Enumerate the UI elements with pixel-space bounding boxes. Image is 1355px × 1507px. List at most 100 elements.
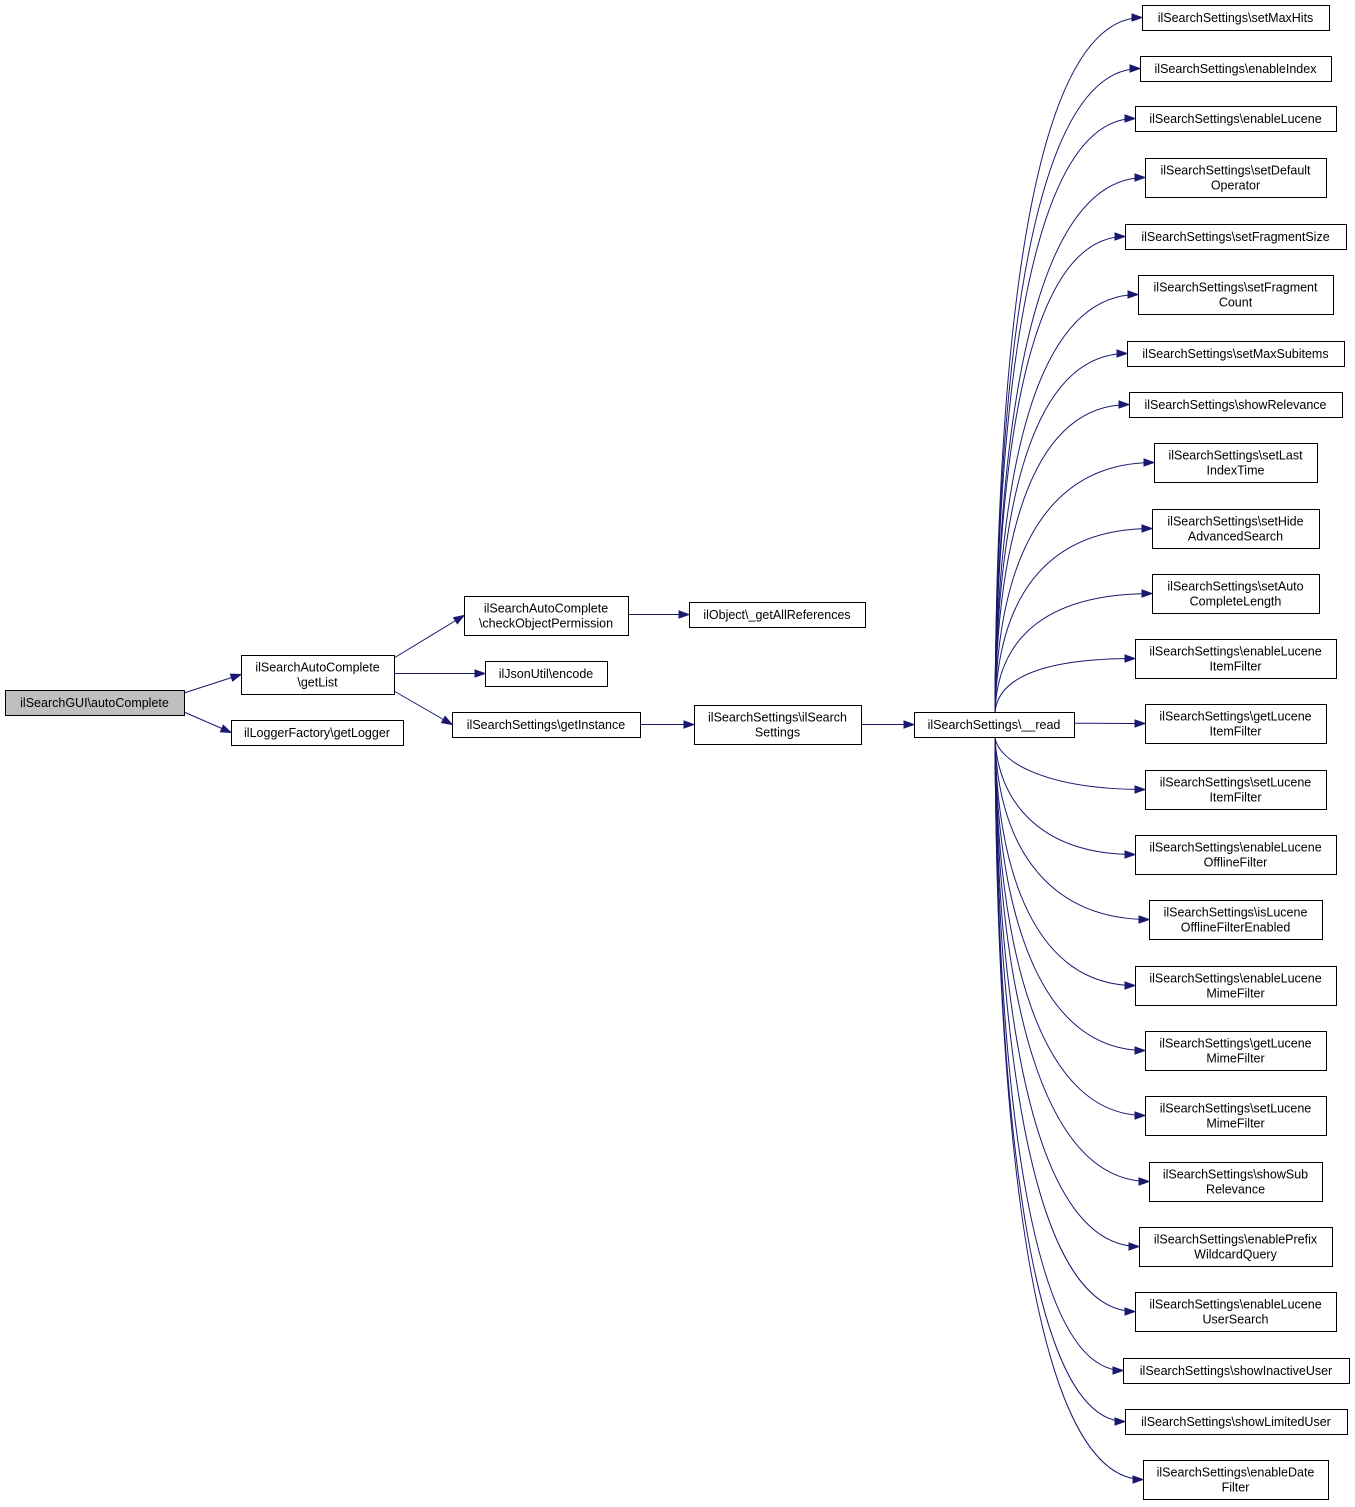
node-box (914, 712, 1075, 738)
edge-line (994, 593, 1153, 714)
node-box (241, 655, 395, 695)
node-label-line: ilSearchSettings\ilSearch (708, 711, 847, 725)
node-ilsearchsettings-getinstance[interactable]: ilSearchSettings\getInstance (452, 712, 641, 738)
node-label-line: MimeFilter (1206, 1117, 1264, 1131)
node-ilsearchgui-autocomplete[interactable]: ilSearchGUI\autoComplete (5, 690, 185, 716)
node-label-line: ilSearchSettings\enableLucene (1149, 841, 1321, 855)
edge-line (393, 615, 465, 659)
node-ilsearchsettings-enableindex[interactable]: ilSearchSettings\enableIndex (1140, 56, 1332, 82)
node-box (1145, 704, 1327, 744)
node-label-line: ilSearchSettings\enableDate (1157, 1466, 1315, 1480)
node-label-line: UserSearch (1203, 1313, 1269, 1327)
node-ilsearchsettings-setmaxhits[interactable]: ilSearchSettings\setMaxHits (1142, 5, 1330, 31)
edge-arrowhead (229, 673, 243, 682)
edge-read-to-t8 (994, 458, 1156, 714)
node-ilsearchsettings-read[interactable]: ilSearchSettings\__read (914, 712, 1075, 738)
node-box (1143, 1460, 1329, 1500)
node-ilsearchsettings-ilsearchsettings[interactable]: ilSearchSettings\ilSearchSettings (694, 705, 862, 745)
edge-line (994, 118, 1136, 714)
edge-arrowhead (1134, 785, 1147, 794)
edge-read-to-t20 (994, 736, 1141, 1251)
node-label-line: \checkObjectPermission (479, 617, 613, 631)
edge-line (994, 736, 1144, 1480)
edge-arrowhead (1114, 232, 1127, 241)
node-box (1145, 1096, 1327, 1136)
edge-getInstance-to-ctor (640, 720, 696, 729)
edge-arrowhead (1118, 400, 1131, 409)
node-label-line: ItemFilter (1209, 660, 1261, 674)
edge-read-to-t7 (994, 400, 1131, 714)
edge-line (994, 17, 1143, 714)
edge-read-to-t6 (994, 349, 1129, 714)
node-label-line: ilSearchSettings\__read (928, 718, 1061, 732)
node-label-line: ilSearchSettings\setFragmentSize (1141, 230, 1329, 244)
node-label-line: MimeFilter (1206, 987, 1264, 1001)
edge-arrowhead (678, 610, 691, 619)
node-illoggerfactory-getlogger[interactable]: ilLoggerFactory\getLogger (231, 720, 404, 746)
edge-arrowhead (1114, 1417, 1127, 1426)
node-ilsearchsettings-enablelucene[interactable]: ilSearchSettings\enableLucene (1135, 106, 1337, 132)
node-label-line: ilSearchSettings\enableIndex (1155, 62, 1318, 76)
node-label-line: IndexTime (1207, 464, 1265, 478)
edge-read-to-t18 (994, 736, 1147, 1120)
edge-read-to-t1 (994, 64, 1142, 714)
node-ilobject-getallreferences[interactable]: ilObject\_getAllReferences (689, 602, 866, 628)
node-ilsearchsettings-isluceneofflinefilterenabled[interactable]: ilSearchSettings\isLuceneOfflineFilterEn… (1149, 900, 1323, 940)
edge-arrowhead (1143, 458, 1156, 467)
edge-line (994, 404, 1130, 714)
edge-read-to-t22 (994, 736, 1125, 1375)
node-label-line: ilSearchSettings\enableLucene (1149, 1298, 1321, 1312)
node-iljsonutil-encode[interactable]: ilJsonUtil\encode (485, 661, 608, 687)
node-box (1142, 5, 1330, 31)
node-ilsearchautocomplete-getlist[interactable]: ilSearchAutoComplete\getList (241, 655, 395, 695)
node-ilsearchsettings-enableprefixwildcardquery[interactable]: ilSearchSettings\enablePrefixWildcardQue… (1139, 1227, 1333, 1267)
edge-arrowhead (452, 614, 466, 625)
edge-line (994, 236, 1126, 714)
edge-line (994, 736, 1136, 986)
node-box (452, 712, 641, 738)
edge-read-to-t14 (994, 736, 1137, 859)
edge-line (994, 736, 1146, 790)
node-label-line: ilSearchSettings\showRelevance (1144, 398, 1326, 412)
edge-ctor-to-read (861, 720, 916, 729)
node-box (1152, 509, 1320, 549)
node-ilsearchsettings-showrelevance[interactable]: ilSearchSettings\showRelevance (1129, 392, 1343, 418)
node-ilsearchsettings-setmaxsubitems[interactable]: ilSearchSettings\setMaxSubitems (1127, 341, 1345, 367)
node-box (231, 720, 404, 746)
node-ilsearchsettings-enableluceneofflinefilter[interactable]: ilSearchSettings\enableLuceneOfflineFilt… (1135, 835, 1337, 875)
edge-layer (183, 13, 1156, 1484)
edge-read-to-t11 (994, 654, 1137, 714)
node-label-line: ilSearchSettings\enableLucene (1149, 645, 1321, 659)
edge-arrowhead (1128, 1242, 1141, 1251)
node-ilsearchsettings-showinactiveuser[interactable]: ilSearchSettings\showInactiveUser (1123, 1358, 1350, 1384)
node-ilsearchsettings-setfragmentsize[interactable]: ilSearchSettings\setFragmentSize (1125, 224, 1347, 250)
node-box (485, 661, 608, 687)
node-label-line: ItemFilter (1209, 725, 1261, 739)
edge-arrowhead (1124, 654, 1137, 663)
node-box (1135, 1292, 1337, 1332)
edge-arrowhead (219, 724, 233, 734)
edge-getList-to-encode (394, 669, 487, 678)
edge-arrowhead (1138, 915, 1151, 924)
edge-line (994, 294, 1139, 714)
edge-read-to-t24 (994, 736, 1145, 1484)
edge-arrowhead (1129, 64, 1142, 73)
edge-root-to-getLogger (183, 711, 233, 734)
node-label-line: ilSearchSettings\getLucene (1159, 710, 1311, 724)
node-ilsearchautocomplete-checkobjectpermission[interactable]: ilSearchAutoComplete\checkObjectPermissi… (464, 596, 629, 636)
node-ilsearchsettings-showlimiteduser[interactable]: ilSearchSettings\showLimitedUser (1125, 1409, 1348, 1435)
